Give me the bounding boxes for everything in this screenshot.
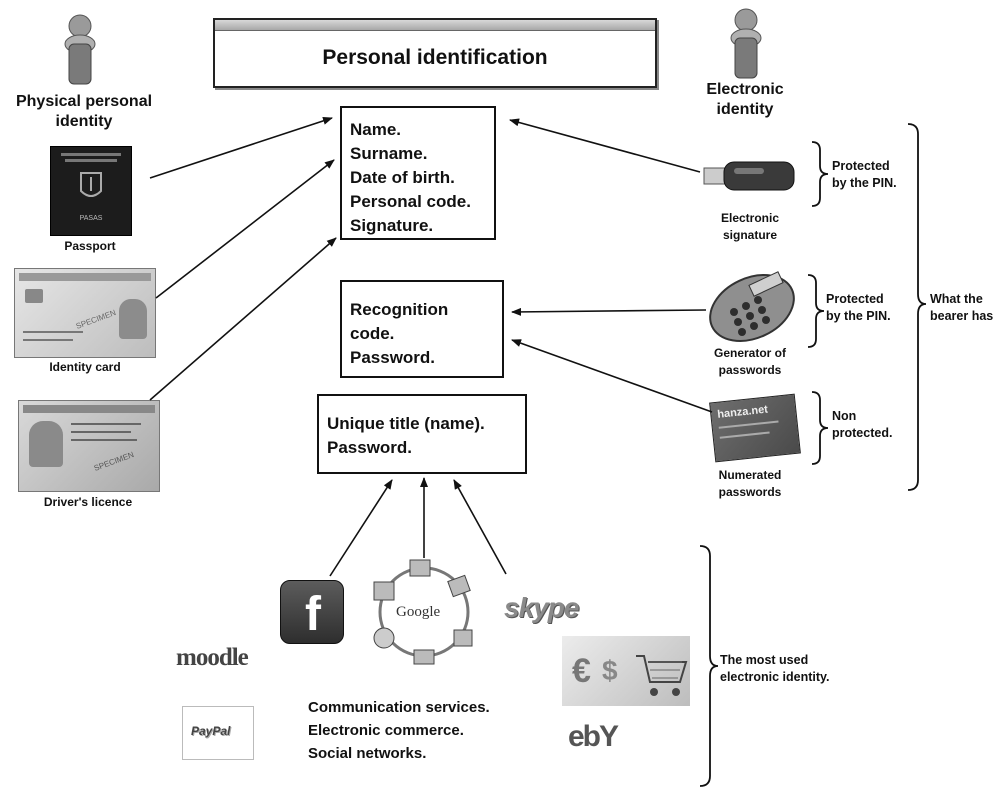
- identity-attributes-box: Name. Surname. Date of birth. Personal c…: [340, 106, 496, 240]
- password-generator-icon: [709, 271, 795, 342]
- drivers-licence-image: SPECIMEN: [18, 400, 160, 492]
- brace-generator: [807, 274, 825, 348]
- id-card-arrow: [155, 159, 335, 299]
- numerated-caption-line2: passwords: [718, 485, 782, 499]
- protected-note-1-line2: by the PIN.: [832, 176, 897, 190]
- identity-card-image: SPECIMEN: [14, 268, 156, 358]
- most-used-note-line2: electronic identity.: [720, 670, 830, 684]
- skype-logo: skype: [504, 592, 579, 623]
- brace-bearer-has: [907, 123, 927, 491]
- protected-note-1-line1: Protected: [832, 159, 890, 173]
- signature-arrow: [509, 118, 701, 173]
- services-line-1: Communication services.: [308, 699, 490, 716]
- identity-line-code: Personal code.: [350, 192, 471, 211]
- passport-arrow: [149, 117, 333, 179]
- licence-line: [71, 423, 141, 425]
- bearer-note: What the bearer has: [930, 291, 996, 325]
- svg-text:$: $: [602, 655, 618, 686]
- services-line-2: Electronic commerce.: [308, 722, 464, 739]
- generator-arrow: [511, 307, 707, 316]
- brace-signature: [811, 141, 829, 207]
- identity-line-signature: Signature.: [350, 216, 434, 235]
- licence-photo: [29, 421, 63, 467]
- title-banner-bar: [215, 20, 655, 31]
- bearer-note-line1: What the: [930, 292, 983, 306]
- passport-image: PASAS: [50, 146, 132, 236]
- services-text: Communication services. Electronic comme…: [308, 696, 490, 765]
- nonprotected-note-line2: protected.: [832, 426, 893, 440]
- id-card-line: [23, 331, 83, 333]
- most-used-note-line1: The most used: [720, 653, 809, 667]
- unique-title-box: Unique title (name). Password.: [317, 394, 527, 474]
- identity-line-name: Name.: [350, 120, 402, 139]
- generator-caption-line1: Generator of: [713, 346, 786, 360]
- generator-caption-line2: passwords: [718, 363, 782, 377]
- licence-header: [23, 405, 155, 413]
- ebay-logo: ebY: [568, 720, 619, 753]
- title-banner: Personal identification: [213, 18, 657, 88]
- electronic-person-icon: [730, 8, 762, 79]
- numerated-caption: Numerated passwords: [700, 467, 800, 501]
- licence-line: [71, 439, 137, 441]
- physical-person-icon: [64, 14, 96, 85]
- physical-heading: Physical personal identity: [4, 92, 164, 132]
- most-used-note: The most used electronic identity.: [720, 652, 830, 686]
- numerated-caption-line1: Numerated: [718, 468, 782, 482]
- drivers-licence-caption: Driver's licence: [43, 495, 133, 509]
- protected-note-2: Protected by the PIN.: [826, 291, 891, 325]
- recognition-box: Recognition code. Password.: [340, 280, 504, 378]
- numerated-arrow: [511, 339, 713, 413]
- services-line-3: Social networks.: [308, 745, 427, 762]
- usb-token-icon: [703, 161, 795, 191]
- licence-line: [71, 431, 131, 433]
- signature-caption-line2: signature: [722, 228, 777, 242]
- paypal-logo-icon: PayPal: [182, 706, 254, 760]
- google-logo: Google: [396, 604, 441, 620]
- recognition-line-2: code.: [350, 324, 395, 343]
- google-services-ring-icon: [373, 559, 473, 665]
- svg-text:€: €: [572, 652, 591, 690]
- signature-caption: Electronic signature: [700, 210, 800, 244]
- protected-note-2-line1: Protected: [826, 292, 884, 306]
- unique-line-2: Password.: [327, 438, 413, 457]
- id-card-chip-icon: [25, 289, 43, 303]
- facebook-arrow: [329, 479, 393, 577]
- identity-line-surname: Surname.: [350, 144, 428, 163]
- protected-note-1: Protected by the PIN.: [832, 158, 897, 192]
- licence-arrow: [149, 237, 337, 401]
- protected-note-2-line2: by the PIN.: [826, 309, 891, 323]
- facebook-letter: f: [305, 588, 321, 641]
- brace-numerated: [811, 391, 829, 465]
- passport-cover-text: PASAS: [79, 215, 103, 222]
- electronic-heading-line1: Electronic: [706, 81, 784, 98]
- unique-line-1: Unique title (name).: [327, 414, 485, 433]
- electronic-heading-line2: identity: [716, 101, 774, 118]
- recognition-line-3: Password.: [350, 348, 436, 367]
- id-card-line: [23, 339, 73, 341]
- nonprotected-note: Non protected.: [832, 408, 892, 442]
- passport-emblem-icon: [61, 153, 121, 197]
- shopping-cart-icon: € $: [572, 652, 688, 696]
- signature-caption-line1: Electronic: [720, 211, 780, 225]
- electronic-heading: Electronic identity: [690, 80, 800, 120]
- nonprotected-note-line1: Non: [832, 409, 857, 423]
- identity-line-birth: Date of birth.: [350, 168, 455, 187]
- id-card-photo: [119, 299, 147, 339]
- physical-heading-line2: identity: [55, 113, 113, 130]
- moodle-logo: moodle: [176, 644, 249, 671]
- skype-arrow: [453, 479, 507, 575]
- id-card-header: [19, 273, 151, 281]
- ecommerce-image: € $: [562, 636, 690, 706]
- generator-caption: Generator of passwords: [700, 345, 800, 379]
- brace-most-used: [699, 545, 719, 787]
- recognition-line-1: Recognition: [350, 300, 449, 319]
- physical-heading-line1: Physical personal: [15, 93, 153, 110]
- page-title: Personal identification: [322, 46, 548, 69]
- passport-caption: Passport: [64, 239, 116, 253]
- identity-card-caption: Identity card: [49, 360, 121, 374]
- paypal-text: PayPal: [191, 724, 231, 738]
- bearer-note-line2: bearer has: [930, 309, 994, 323]
- facebook-logo-icon: f: [280, 580, 344, 644]
